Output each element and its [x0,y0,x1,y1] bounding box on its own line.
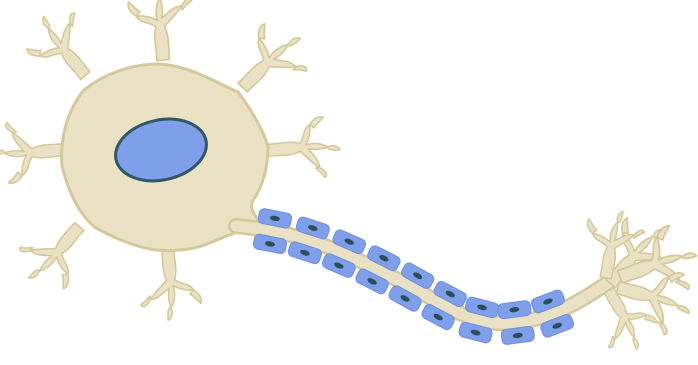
soma-group [0,0,343,323]
